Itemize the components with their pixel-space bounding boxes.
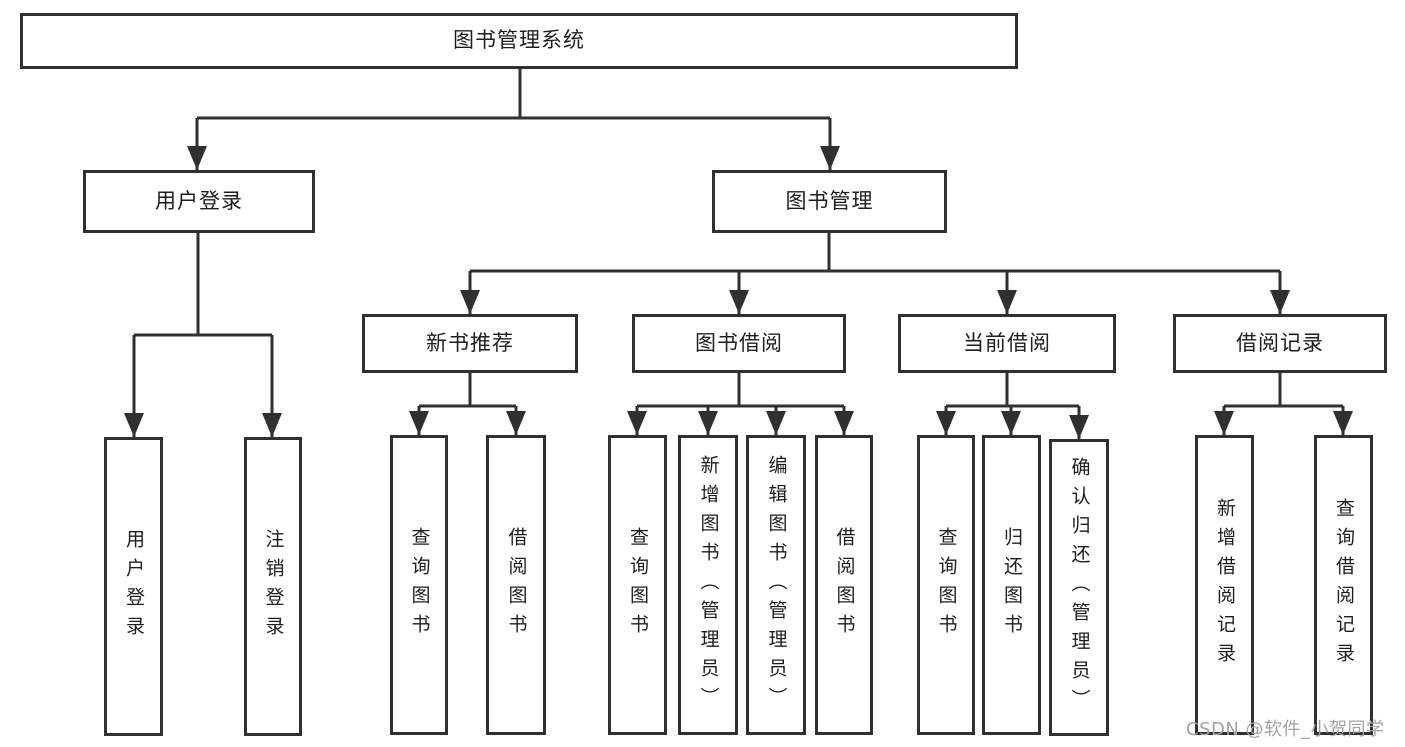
connector-newbook-rail	[419, 373, 516, 408]
leaf-return-book: 归还图书	[982, 435, 1041, 735]
node-user-login: 用户登录	[83, 170, 315, 233]
leaf-confirm-return-admin: 确认归还（管理员）	[1049, 439, 1109, 736]
leaf-borrow-books-1: 借阅图书	[486, 435, 546, 735]
leaf-user-login: 用户登录	[104, 437, 163, 736]
connector-root-rail	[197, 69, 830, 120]
connector-currentborrow-rail	[946, 373, 1079, 408]
node-book-borrow: 图书借阅	[632, 314, 846, 373]
connector-records-rail	[1224, 373, 1343, 408]
node-borrow-records: 借阅记录	[1173, 314, 1387, 373]
csdn-watermark: CSDN @软件_小贺同学	[1186, 719, 1385, 740]
leaf-query-books-1: 查询图书	[390, 435, 448, 735]
leaf-borrow-books-2: 借阅图书	[815, 435, 873, 735]
leaf-query-books-2: 查询图书	[608, 435, 667, 735]
connector-bookborrow-rail	[637, 373, 844, 408]
leaf-query-books-3: 查询图书	[917, 435, 975, 735]
leaf-edit-book-admin: 编辑图书（管理员）	[746, 435, 806, 735]
node-library-management-system: 图书管理系统	[20, 13, 1018, 69]
node-new-book-recommend: 新书推荐	[362, 314, 578, 373]
leaf-add-book-admin: 新增图书（管理员）	[678, 435, 738, 735]
node-current-borrow: 当前借阅	[898, 314, 1116, 373]
leaf-query-borrow-record: 查询借阅记录	[1314, 435, 1373, 735]
leaf-logout: 注销登录	[244, 437, 302, 736]
node-book-management: 图书管理	[712, 170, 947, 233]
leaf-add-borrow-record: 新增借阅记录	[1195, 435, 1254, 735]
connector-bookmgmt-rail	[470, 233, 1280, 273]
connector-userlogin-rail	[134, 233, 272, 337]
